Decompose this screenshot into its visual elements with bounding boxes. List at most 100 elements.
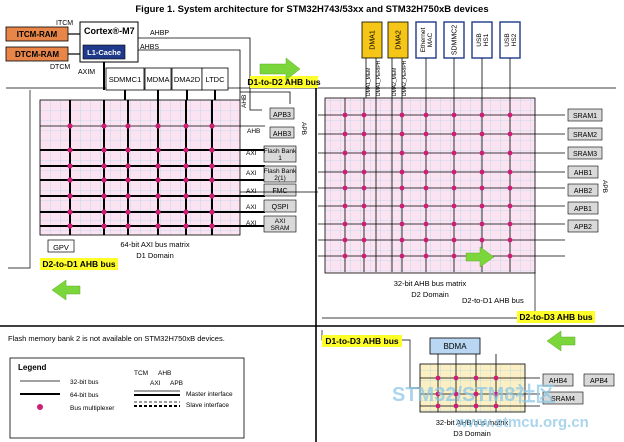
legend-32bit: 32-bit bus: [70, 379, 99, 386]
bus-multiplexer: [507, 112, 513, 118]
bus-multiplexer: [423, 112, 429, 118]
ahb3-block: [269, 126, 295, 139]
bus-multiplexer: [451, 253, 457, 259]
bus-multiplexer: [435, 403, 441, 409]
bus-multiplexer: [493, 375, 499, 381]
bdma-label: BDMA: [443, 342, 467, 351]
legend-axi: AXI: [150, 380, 161, 387]
d2-periph-ahb1: [567, 165, 599, 179]
d2-master-label: HS1: [483, 33, 490, 46]
bus-multiplexer: [125, 223, 131, 229]
bus-multiplexer: [399, 150, 405, 156]
d3-slave-label: AHB4: [549, 378, 567, 385]
d2-to-d1-label: D2-to-D1 AHB bus: [42, 259, 116, 269]
apb-d2-label: APB: [601, 180, 608, 193]
bus-multiplexer: [125, 209, 131, 215]
l1-cache-block: [82, 44, 126, 60]
bus-multiplexer: [451, 112, 457, 118]
bus-multiplexer: [479, 185, 485, 191]
bus-multiplexer: [453, 403, 459, 409]
d1-to-d2-highlight: [250, 76, 318, 88]
d2-master-label: USB: [476, 33, 483, 46]
d1-to-d3-label: D1-to-D3 AHB bus: [325, 336, 399, 346]
d1-slave-block: [263, 199, 297, 213]
itcm-ram-label: ITCM-RAM: [17, 30, 58, 39]
d3-slave-label: APB4: [590, 378, 608, 385]
bus-multiplexer: [101, 177, 107, 183]
figure-title: Figure 1. System architecture for STM32H…: [135, 4, 488, 15]
bus-multiplexer: [435, 375, 441, 381]
d2-to-d3-label: D2-to-D3 AHB bus: [519, 312, 593, 322]
bus-multiplexer: [67, 123, 73, 129]
legend-master: Master interface: [186, 391, 233, 398]
d2-master-dma2: [387, 21, 409, 59]
d3-slave-sram4: [542, 391, 584, 405]
bus-multiplexer: [507, 253, 513, 259]
ahbs-label: AHBS: [140, 44, 159, 51]
bus-multiplexer: [342, 237, 348, 243]
bus-multiplexer: [423, 203, 429, 209]
bus-multiplexer: [101, 193, 107, 199]
l1-cache-label: L1-Cache: [87, 48, 121, 57]
d1-slave-label: 1: [278, 155, 282, 162]
d2-periph-label: AHB2: [574, 188, 592, 195]
watermark: STM32/STM8社区: [392, 382, 555, 406]
bus-multiplexer: [155, 193, 161, 199]
bus-multiplexer: [101, 123, 107, 129]
bus-multiplexer: [209, 147, 215, 153]
d1-master-label: MDMA: [147, 75, 170, 84]
bus-multiplexer: [209, 209, 215, 215]
bus-multiplexer: [423, 131, 429, 137]
axi-port-label: AXI: [246, 150, 257, 157]
apb3-label: APB3: [273, 112, 291, 119]
bus-multiplexer: [493, 391, 499, 397]
dma-port-label: DMA1_PERIPH: [376, 60, 382, 96]
cortex-m7-label: Cortex®-M7: [84, 26, 135, 36]
arrow-right-d1-to-d2: [259, 57, 301, 81]
d2-matrix-label: 32-bit AHB bus matrix: [394, 279, 467, 288]
bus-multiplexer: [507, 237, 513, 243]
bus-multiplexer: [451, 169, 457, 175]
bus-multiplexer: [423, 150, 429, 156]
d1-slave-label: QSPI: [272, 204, 289, 211]
bus-multiplexer: [183, 209, 189, 215]
bus-multiplexer: [361, 221, 367, 227]
d2-periph-label: APB1: [574, 206, 592, 213]
apb-vertical-label: APB: [300, 122, 307, 135]
d2-slave-label: SRAM1: [573, 113, 597, 120]
d2-periph-ahb2: [567, 183, 599, 197]
ahb-ahb3-label: AHB: [247, 128, 260, 135]
bus-multiplexer: [67, 177, 73, 183]
d2-master-label: Ethernet: [420, 28, 427, 53]
bus-multiplexer: [342, 131, 348, 137]
bus-multiplexer: [125, 193, 131, 199]
gpv-block: [47, 239, 75, 253]
axi-port-label: AXI: [246, 188, 257, 195]
bus-multiplexer: [101, 147, 107, 153]
bus-multiplexer: [155, 177, 161, 183]
bus-multiplexer: [183, 163, 189, 169]
bus-multiplexer: [361, 237, 367, 243]
gpv-label: GPV: [53, 243, 69, 252]
d1-slave-block: [263, 215, 297, 233]
bus-multiplexer: [342, 203, 348, 209]
bus-multiplexer: [342, 185, 348, 191]
bus-multiplexer: [125, 147, 131, 153]
d2-master-label: USB: [504, 33, 511, 46]
watermark-url: www.stmcu.org.cn: [455, 414, 589, 431]
legend-ahb: AHB: [158, 370, 171, 377]
bus-multiplexer: [101, 209, 107, 215]
ahb3-label: AHB3: [273, 131, 291, 138]
d2-slave-sram1: [567, 108, 603, 122]
d1-domain-label: D1 Domain: [136, 251, 174, 260]
d2-periph-apb1: [567, 201, 599, 215]
d2-periph-label: APB2: [574, 224, 592, 231]
bdma-block: [429, 337, 481, 355]
d3-matrix-label: 32-bit AHB bus matrix: [436, 418, 509, 427]
d1-matrix-label: 64-bit AXI bus matrix: [120, 240, 189, 249]
d3-slave-label: SRAM4: [551, 396, 575, 403]
bus-multiplexer: [451, 203, 457, 209]
bus-multiplexer: [399, 185, 405, 191]
bus-multiplexer: [507, 185, 513, 191]
d2-matrix-grid: [324, 97, 536, 274]
